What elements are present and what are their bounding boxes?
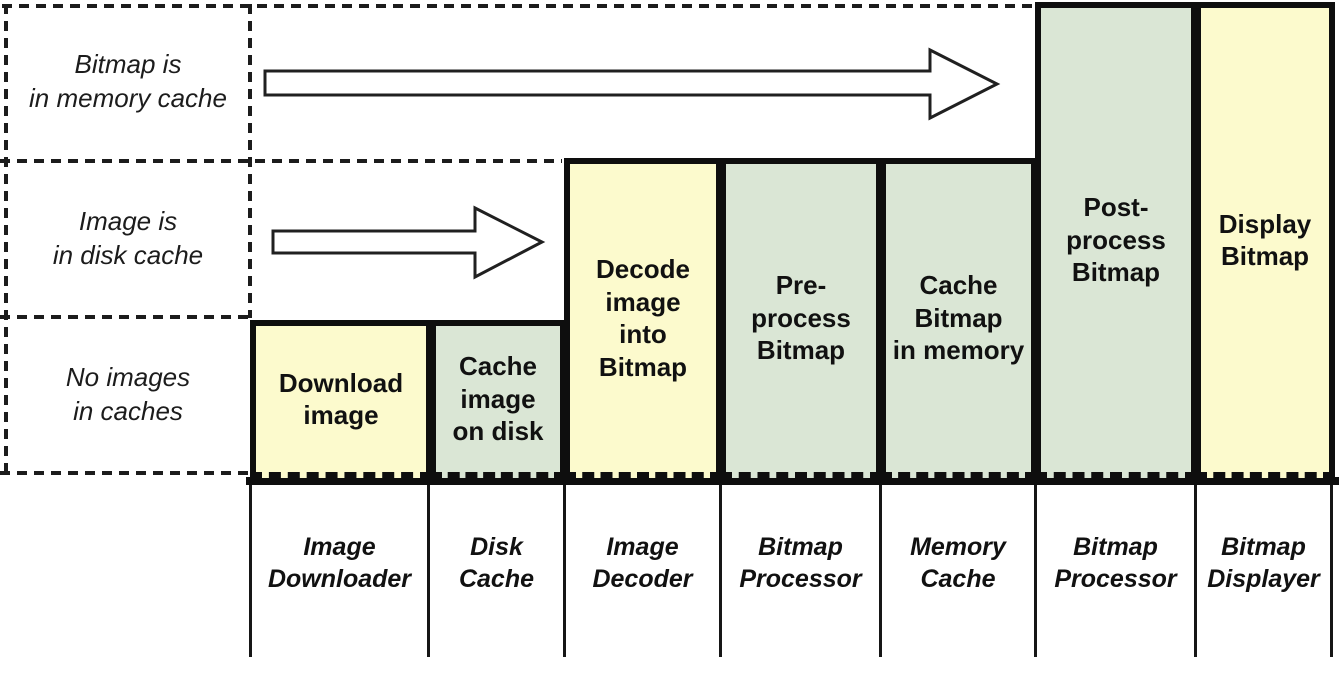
dashed-line-row-divider-2 <box>0 315 252 319</box>
dashed-line-row-divider-1 <box>0 159 562 163</box>
component-label-image-decoder: Image Decoder <box>592 533 693 593</box>
component-label-bitmap-processor-post: Bitmap Processor <box>1054 533 1177 593</box>
timeline-baseline <box>246 477 1339 485</box>
dashed-line-left-edge <box>4 4 8 474</box>
state-label-disk-cache: Image is in disk cache <box>52 206 204 270</box>
component-label-image-downloader: Image Downloader <box>267 533 412 593</box>
column-separator <box>1330 485 1333 657</box>
column-separator <box>719 485 722 657</box>
step-box-decode-image: Decode image into Bitmap <box>564 158 722 478</box>
step-box-postprocess-bitmap: Post- process Bitmap <box>1035 2 1197 478</box>
memory-cache-flow-arrow <box>263 47 1001 121</box>
column-separator <box>563 485 566 657</box>
step-box-display-bitmap: Display Bitmap <box>1195 2 1335 478</box>
column-separator <box>879 485 882 657</box>
column-separator <box>1194 485 1197 657</box>
dashed-line-label-column <box>248 4 252 318</box>
step-box-download-image: Download image <box>250 320 432 478</box>
step-box-cache-image-on-disk: Cache image on disk <box>430 320 566 478</box>
step-box-cache-bitmap-in-memory: Cache Bitmap in memory <box>880 158 1037 478</box>
disk-cache-flow-arrow <box>271 205 546 280</box>
component-label-memory-cache: Memory Cache <box>910 533 1006 593</box>
dashed-line-top <box>2 4 1037 8</box>
step-box-preprocess-bitmap: Pre- process Bitmap <box>720 158 882 478</box>
column-separator <box>249 485 252 657</box>
component-label-disk-cache: Disk Cache <box>458 533 535 593</box>
state-label-memory-cache: Bitmap is in memory cache <box>29 49 227 113</box>
component-label-bitmap-displayer: Bitmap Displayer <box>1207 533 1320 593</box>
component-label-bitmap-processor-pre: Bitmap Processor <box>739 533 862 593</box>
state-label-no-cache: No images in caches <box>65 362 191 426</box>
column-separator <box>427 485 430 657</box>
dashed-line-bottom <box>0 471 252 475</box>
column-separator <box>1034 485 1037 657</box>
